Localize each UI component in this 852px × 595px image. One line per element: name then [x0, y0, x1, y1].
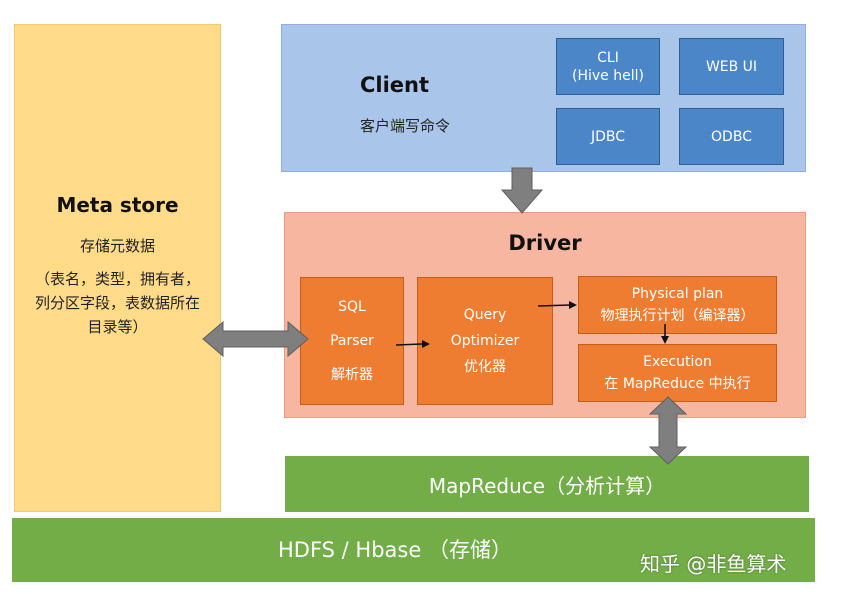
driver-title: Driver	[508, 231, 582, 255]
client-title: Client	[360, 73, 430, 97]
client-to-driver-arrow	[500, 167, 544, 214]
hdfs-label: HDFS / Hbase （存储）	[278, 538, 512, 562]
mapreduce-label: MapReduce（分析计算）	[428, 473, 666, 498]
hdfs-bar: HDFS / Hbase （存储）	[12, 518, 815, 582]
query-optimizer-line: Optimizer	[450, 333, 520, 349]
physical-plan-line: Physical plan	[631, 286, 724, 302]
mapreduce-bar: MapReduce（分析计算）	[285, 456, 809, 512]
meta-store-panel: Meta store 存储元数据 （表名，类型，拥有者， 列分区字段，表数据所在…	[14, 24, 221, 512]
sql-parser-box: SQL Parser 解析器	[300, 277, 404, 405]
odbc-label: ODBC	[711, 128, 752, 145]
query-optimizer-line: 优化器	[464, 359, 506, 375]
meta-store-detail: （表名，类型，拥有者， 列分区字段，表数据所在 目录等）	[15, 267, 220, 339]
jdbc-label: JDBC	[590, 128, 626, 145]
physical-plan-box: Physical plan 物理执行计划（编译器）	[578, 276, 777, 334]
meta-store-detail-line: （表名，类型，拥有者，	[34, 270, 200, 288]
cli-sublabel: (Hive hell)	[572, 67, 644, 84]
web-ui-label: WEB UI	[705, 58, 758, 75]
meta-store-detail-line: 列分区字段，表数据所在	[34, 294, 200, 312]
cli-box: CLI (Hive hell)	[556, 38, 660, 95]
sql-parser-line: Parser	[330, 333, 374, 349]
sql-parser-line: 解析器	[331, 367, 373, 383]
client-panel: Client 客户端写命令 CLI (Hive hell) WEB UI JDB…	[281, 24, 806, 172]
odbc-box: ODBC	[679, 108, 784, 165]
execution-box: Execution 在 MapReduce 中执行	[578, 344, 777, 402]
jdbc-box: JDBC	[556, 108, 660, 165]
client-subtitle: 客户端写命令	[360, 117, 451, 135]
physical-plan-line: 物理执行计划（编译器）	[600, 308, 755, 324]
cli-label: CLI	[597, 49, 619, 66]
web-ui-box: WEB UI	[679, 38, 784, 95]
driver-panel: Driver SQL Parser 解析器 Query Optimizer 优化…	[284, 212, 806, 418]
meta-store-title: Meta store	[56, 193, 179, 217]
meta-store-detail-line: 目录等）	[87, 318, 148, 336]
query-optimizer-line: Query	[463, 307, 507, 323]
query-optimizer-box: Query Optimizer 优化器	[417, 277, 553, 405]
sql-parser-line: SQL	[338, 299, 366, 315]
execution-line: Execution	[643, 354, 712, 370]
watermark: 知乎 @非鱼算术	[640, 552, 787, 576]
execution-line: 在 MapReduce 中执行	[604, 376, 751, 392]
meta-store-subtitle: 存储元数据	[79, 237, 155, 255]
